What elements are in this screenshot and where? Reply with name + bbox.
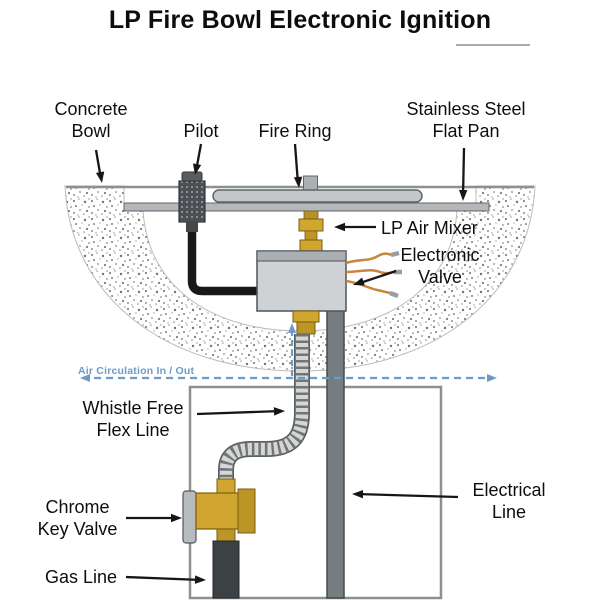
outlet-stem xyxy=(296,321,316,335)
label-line: Pilot xyxy=(183,121,219,141)
label-lp-air-mixer: LP Air Mixer xyxy=(381,217,491,239)
label-electrical-line: Electrical Line xyxy=(463,479,555,523)
fire-ring-part xyxy=(212,175,423,203)
key-valve-body xyxy=(195,492,243,530)
mixer-throat xyxy=(304,230,318,241)
flex-corrugation xyxy=(219,334,309,479)
valve-outlet xyxy=(292,310,320,335)
label-air-circulation: Air Circulation In / Out xyxy=(78,365,195,377)
label-line: Valve xyxy=(418,267,462,287)
label-line: Fire Ring xyxy=(258,121,332,141)
title-underline xyxy=(456,44,530,46)
label-line: Bowl xyxy=(71,121,111,141)
arrow-concrete-bowl xyxy=(94,149,105,183)
label-line: Line xyxy=(491,502,527,522)
arrow-electronic-valve xyxy=(353,269,397,286)
air-arrow-right xyxy=(487,374,497,382)
mixer-nut-top xyxy=(298,218,324,232)
label-fire-ring: Fire Ring xyxy=(251,120,339,142)
label-line: Flat Pan xyxy=(432,121,500,141)
label-line: Chrome xyxy=(45,497,110,517)
label-electronic-valve: Electronic Valve xyxy=(399,244,481,288)
label-concrete-bowl: Concrete Bowl xyxy=(36,98,146,142)
ring-bar xyxy=(212,189,423,203)
arrow-fire-ring xyxy=(293,143,303,188)
arrow-pilot xyxy=(192,143,203,175)
mixer-nut-bottom xyxy=(299,239,323,252)
label-whistle-free-flex-line: Whistle Free Flex Line xyxy=(73,397,193,441)
label-line: Flex Line xyxy=(96,420,170,440)
wire-1 xyxy=(345,252,392,265)
concrete-bowl-shape xyxy=(64,185,536,372)
pilot-burner xyxy=(178,171,259,296)
gas-pipe-bar xyxy=(212,540,240,599)
pilot-neck xyxy=(186,222,198,232)
bowl-wall xyxy=(64,185,536,372)
pilot-cable xyxy=(187,230,259,296)
arrow-flat-pan xyxy=(458,147,468,201)
air-arrow-left xyxy=(80,374,90,382)
wire-3 xyxy=(345,279,391,295)
arrow-electrical-line xyxy=(352,489,459,499)
pilot-body xyxy=(178,180,206,223)
label-line: LP Air Mixer xyxy=(381,218,478,238)
wire-ferrule-3 xyxy=(389,290,399,299)
label-chrome-key-valve: Chrome Key Valve xyxy=(30,496,125,540)
label-line: Gas Line xyxy=(44,567,118,587)
label-arrows xyxy=(94,143,468,584)
valve-wires xyxy=(345,250,402,299)
label-pilot: Pilot xyxy=(170,120,232,142)
mixer-stem xyxy=(303,210,319,220)
label-gas-line: Gas Line xyxy=(40,566,122,588)
label-line: Electronic xyxy=(400,245,480,265)
arrow-lp-air-mixer xyxy=(334,222,376,232)
gas-pipe xyxy=(212,540,240,599)
air-circulation-flow xyxy=(80,323,497,382)
label-line: Concrete xyxy=(54,99,128,119)
arrow-gas-line xyxy=(125,575,206,584)
flex-line xyxy=(218,334,310,479)
label-line: Key Valve xyxy=(37,519,118,539)
electrical-conduit xyxy=(326,304,345,599)
valve-flange xyxy=(182,490,197,544)
electronic-valve-unit xyxy=(256,250,347,335)
wire-2 xyxy=(345,268,395,275)
pilot-cap xyxy=(181,171,203,182)
arrow-whistle-free xyxy=(196,407,285,416)
air-arrow-up xyxy=(288,323,296,333)
conduit-bar xyxy=(326,304,345,599)
page-title: LP Fire Bowl Electronic Ignition xyxy=(108,6,492,34)
valve-top-band xyxy=(256,250,347,262)
lp-air-mixer-fitting xyxy=(298,210,324,252)
label-line: Whistle Free xyxy=(82,398,184,418)
wire-ferrule-1 xyxy=(390,250,400,258)
label-flat-pan: Stainless Steel Flat Pan xyxy=(396,98,536,142)
valve-hex-nut xyxy=(237,488,256,534)
chrome-key-valve-assembly xyxy=(182,478,256,544)
outlet-nut xyxy=(292,310,320,323)
label-line: Stainless Steel xyxy=(406,99,526,119)
arrow-chrome-key-valve xyxy=(126,513,182,523)
label-line: Electrical xyxy=(472,480,546,500)
key-valve-body-group xyxy=(195,478,256,544)
